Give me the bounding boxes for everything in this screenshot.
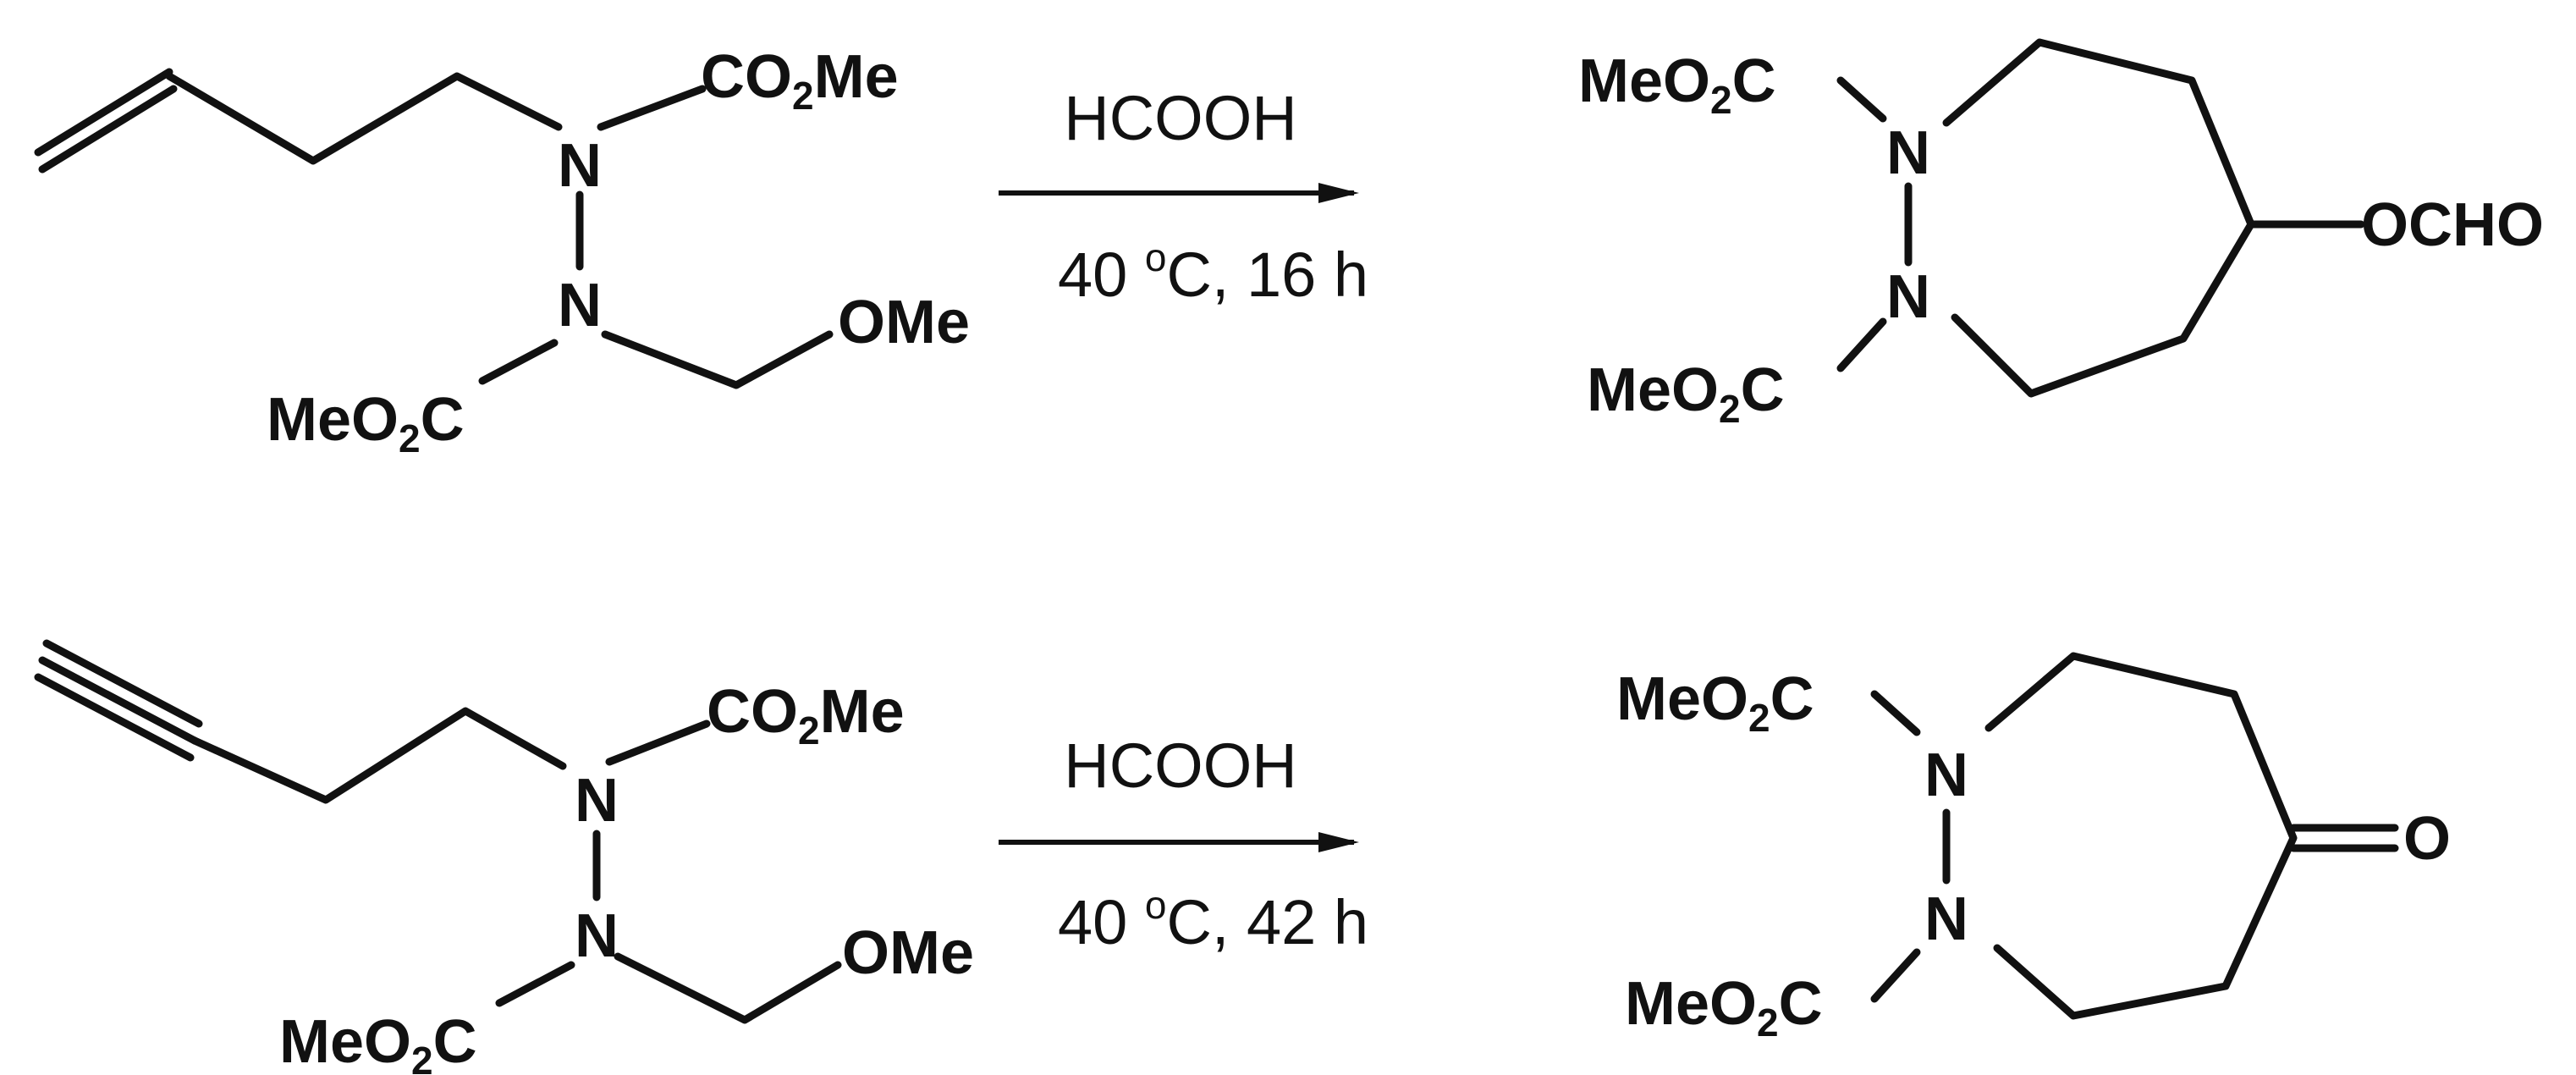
co2me-label: CO2Me [707,678,905,752]
ome-label: OMe [842,919,974,987]
product-2-ketone: N N MeO2C MeO2C O [1616,652,2451,1045]
o-atom-label: O [2403,805,2451,873]
n-atom-label: N [558,132,602,200]
n-atom-label: N [575,902,619,970]
meo2c-label: MeO2C [279,1008,477,1075]
n-atom-label: N [1886,119,1930,187]
n-atom-label: N [1886,263,1930,331]
meo2c-label: MeO2C [267,386,465,460]
co2me-label: CO2Me [701,43,899,118]
ome-label: OMe [838,289,970,356]
reactant-1-alkene: N N CO2Me OMe MeO2C [34,43,970,460]
reaction-arrow-1: HCOOH 40 oC, 16 h [999,83,1368,310]
reaction-arrow-2: HCOOH 40 oC, 42 h [999,730,1368,957]
meo2c-label: MeO2C [1616,665,1814,740]
meo2c-label: MeO2C [1587,356,1785,431]
conditions-label: 40 oC, 16 h [1058,235,1368,310]
reagent-label: HCOOH [1064,730,1296,801]
meo2c-label: MeO2C [1578,47,1776,122]
n-atom-label: N [1924,741,1968,809]
ocho-label: OCHO [2361,191,2544,259]
n-atom-label: N [1924,885,1968,953]
n-atom-label: N [558,272,602,339]
reagent-label: HCOOH [1064,83,1296,153]
n-atom-label: N [575,767,619,835]
conditions-label: 40 oC, 42 h [1058,883,1368,957]
product-1-formate: N N MeO2C MeO2C OCHO [1578,38,2544,431]
meo2c-label: MeO2C [1625,970,1823,1045]
reactant-2-alkyne: N N CO2Me OMe MeO2C [34,639,974,1075]
